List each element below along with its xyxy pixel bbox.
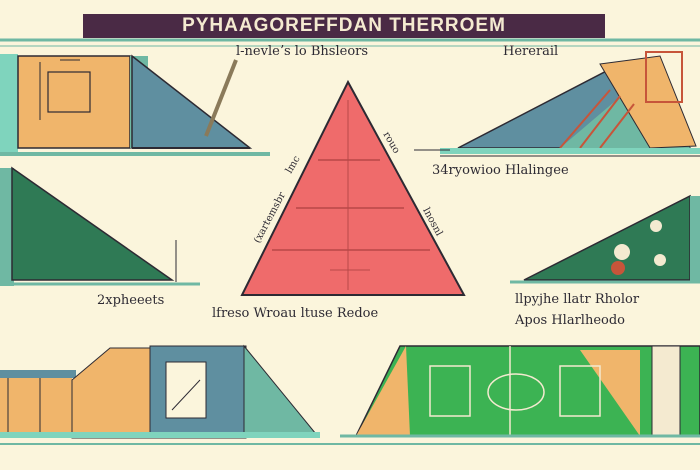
- title-banner: [83, 14, 605, 38]
- central-triangle: [240, 79, 466, 296]
- label-bottom-right-1: llpyjhe llatr Rholor: [515, 292, 640, 307]
- label-mid-right: 34ryowioo Hlalingee: [432, 163, 569, 178]
- panel-top-left: [0, 54, 270, 156]
- label-top-center: l-nevleʼs lo Bhsleors: [236, 44, 369, 59]
- page-title: PYHAAGOREFFDAN THERROEM: [182, 15, 506, 36]
- panel-bottom-right: [340, 345, 700, 438]
- label-bottom-right-2: Apos Hlarlheodo: [515, 313, 625, 328]
- label-top-right: Hererail: [503, 44, 559, 59]
- label-left-low: 2xpheeets: [97, 293, 165, 308]
- panel-bottom-left: [0, 344, 320, 439]
- panel-mid-left: [0, 166, 200, 286]
- panel-mid-right: [510, 194, 700, 284]
- panel-top-right: [440, 51, 700, 157]
- label-bottom-center: lfreso Wroau ltuse Redoe: [212, 306, 379, 321]
